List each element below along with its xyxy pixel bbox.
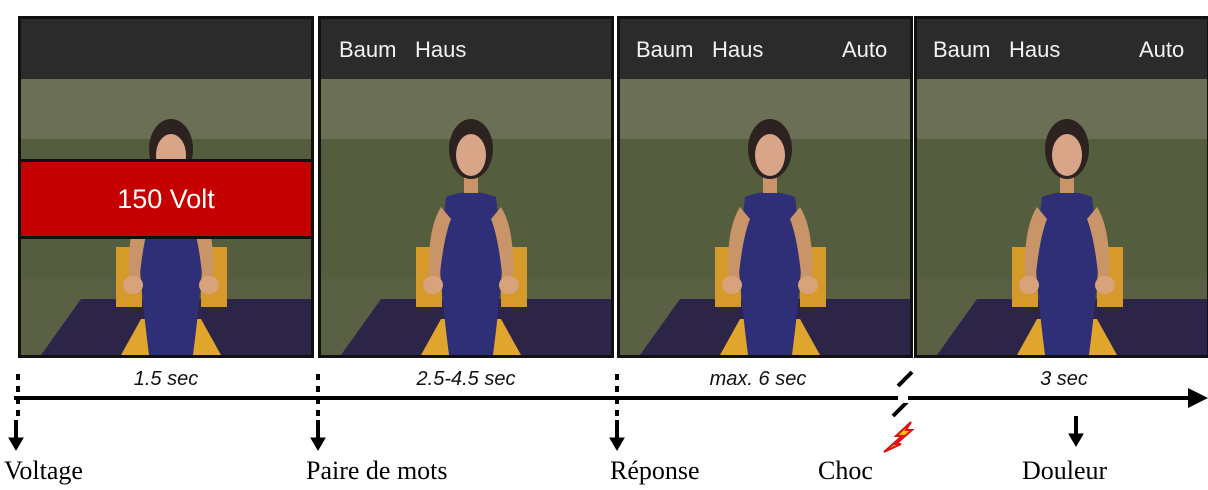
word-2: Haus xyxy=(1009,37,1061,62)
down-arrow-icon xyxy=(310,420,326,451)
word-1: Baum xyxy=(636,37,694,62)
frame-word-pair: Baum Haus xyxy=(318,16,614,358)
frame-pain: Baum Haus Auto xyxy=(914,16,1208,358)
word-2: Haus xyxy=(415,37,467,62)
timeline xyxy=(8,370,1208,453)
word-1: Baum xyxy=(339,37,397,62)
frame-response: Baum Haus Auto xyxy=(617,16,913,358)
lightning-icon xyxy=(883,421,915,453)
word-2: Haus xyxy=(712,37,764,62)
event-word-pair: Paire de mots xyxy=(306,456,448,485)
avatar-figure xyxy=(620,79,910,355)
avatar-figure xyxy=(917,79,1207,355)
duration-pain: 3 sec xyxy=(1040,368,1088,390)
event-voltage: Voltage xyxy=(4,456,83,485)
frame-voltage: 150 Volt xyxy=(18,16,314,358)
word-bar: Baum Haus Auto xyxy=(620,19,910,79)
word-1: Baum xyxy=(933,37,991,62)
down-arrow-icon xyxy=(8,420,24,451)
avatar-scene xyxy=(620,79,910,355)
voltage-label: 150 Volt xyxy=(117,183,215,214)
event-shock: Choc xyxy=(818,456,873,485)
voltage-overlay: 150 Volt xyxy=(21,159,311,239)
avatar-scene xyxy=(917,79,1207,355)
down-arrow-icon xyxy=(609,420,625,451)
down-arrow-icon xyxy=(1068,416,1084,447)
axis-break xyxy=(891,370,914,418)
duration-response: max. 6 sec xyxy=(709,368,807,390)
word-bar: Baum Haus xyxy=(321,19,611,79)
duration-word-pair: 2.5-4.5 sec xyxy=(416,368,516,390)
event-response: Réponse xyxy=(610,456,700,485)
word-bar: Baum Haus Auto xyxy=(917,19,1207,79)
word-3: Auto xyxy=(842,37,888,62)
event-pain: Douleur xyxy=(1022,456,1108,485)
word-3: Auto xyxy=(1139,37,1185,62)
timeline-arrowhead-icon xyxy=(1188,388,1208,408)
avatar-scene xyxy=(321,79,611,355)
avatar-figure xyxy=(321,79,611,355)
word-bar xyxy=(21,19,311,79)
duration-voltage: 1.5 sec xyxy=(133,368,199,390)
